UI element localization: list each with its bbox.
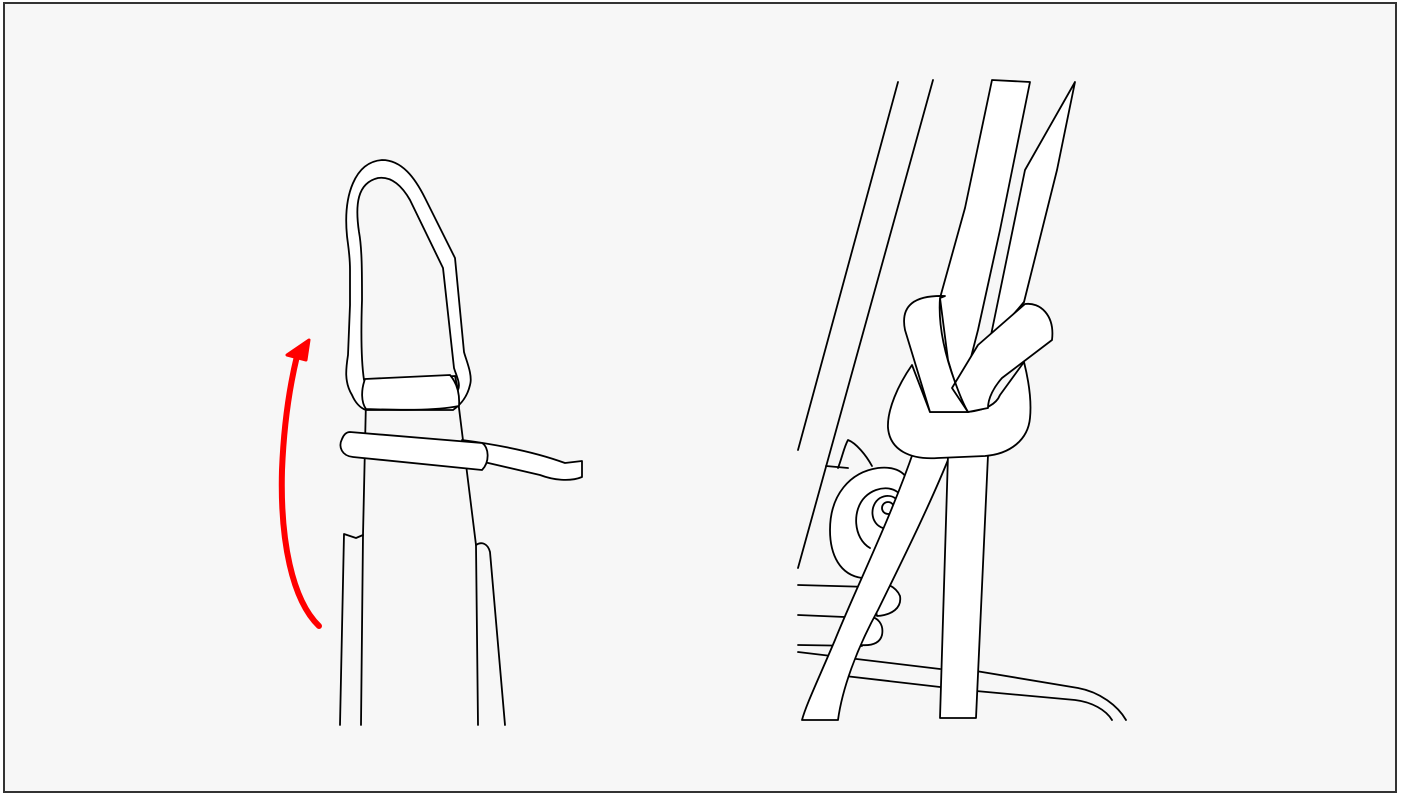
buckle-bar [339,431,583,481]
strap-knot [887,295,1054,460]
figure-frame [3,2,1397,793]
left-panel [278,159,583,726]
strap-loop [345,159,472,411]
upward-direction-arrow [278,338,322,629]
frame-tube [797,79,934,569]
right-panel [797,79,1127,721]
lower-frame-bar [797,651,1127,721]
